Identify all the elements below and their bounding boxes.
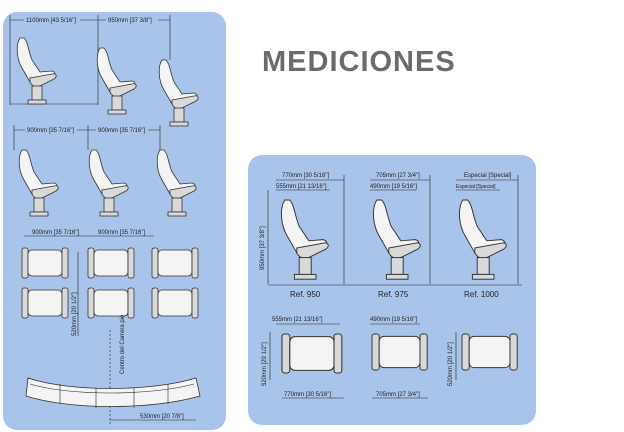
- dim-plan-side: 520mm [20 1/2"]: [72, 292, 78, 336]
- chair-top-view: [151, 247, 199, 279]
- plan-top-950: 555mm [21 13/16"]: [272, 317, 323, 323]
- chair-ref-975: [372, 199, 421, 280]
- plan-side-right: 520mm [20 1/2"]: [448, 342, 454, 386]
- dim-middle-1: 900mm [35 7/16"]: [27, 128, 74, 134]
- chair-top-view: [21, 287, 69, 319]
- center-label: Centro del Carrera pie: [120, 314, 126, 374]
- chair-plan-950: [281, 333, 343, 374]
- right-measurement-panel: [248, 155, 536, 425]
- chair-side-view: [96, 47, 137, 115]
- dim-width-975: 705mm [27 3/4"]: [376, 173, 420, 179]
- dim-width-1000: Especial [Special]: [464, 173, 512, 179]
- page-title: MEDICIONES: [262, 46, 456, 78]
- chair-side-view: [16, 37, 57, 105]
- chair-side-view: [88, 149, 129, 217]
- plan-side-left: 520mm [20 1/2"]: [262, 342, 268, 386]
- chair-side-view: [18, 149, 59, 217]
- plan-bottom-950: 770mm [30 5/16"]: [284, 392, 331, 398]
- dim-width-950: 770mm [30 5/16"]: [282, 173, 329, 179]
- dim-inner-1000: Especial [Special]: [456, 184, 496, 190]
- chair-top-view: [151, 287, 199, 319]
- dim-plan-2: 900mm [35 7/16"]: [98, 230, 145, 236]
- dim-top-2: 950mm [37 3/8"]: [108, 18, 152, 24]
- dim-curve: 530mm [20 7/8"]: [140, 414, 184, 420]
- chair-plan-975: [371, 333, 428, 371]
- chair-top-view: [21, 247, 69, 279]
- plan-top-975: 490mm [19 5/16"]: [370, 317, 417, 323]
- chair-side-view: [156, 149, 197, 217]
- ref-label-975: Ref. 975: [378, 290, 409, 299]
- chair-top-view: [87, 287, 135, 319]
- chair-ref-950: [280, 199, 329, 280]
- plan-bottom-975: 705mm [27 3/4"]: [376, 392, 420, 398]
- dim-middle-2: 900mm [35 7/16"]: [98, 128, 145, 134]
- dim-plan-1: 900mm [35 7/16"]: [32, 230, 79, 236]
- ref-label-1000: Ref. 1000: [464, 290, 499, 299]
- dim-inner-950: 555mm [21 13/16"]: [276, 184, 327, 190]
- ref-label-950: Ref. 950: [290, 290, 321, 299]
- chair-plan-1000: [461, 333, 518, 371]
- dim-top-1: 1100mm [43 5/16"]: [26, 18, 76, 24]
- dim-height: 950mm [37 3/8"]: [260, 226, 266, 270]
- chair-top-view: [87, 247, 135, 279]
- chair-side-view: [158, 59, 199, 127]
- dim-inner-975: 490mm [19 5/16"]: [370, 184, 417, 190]
- chair-ref-1000: [458, 199, 507, 280]
